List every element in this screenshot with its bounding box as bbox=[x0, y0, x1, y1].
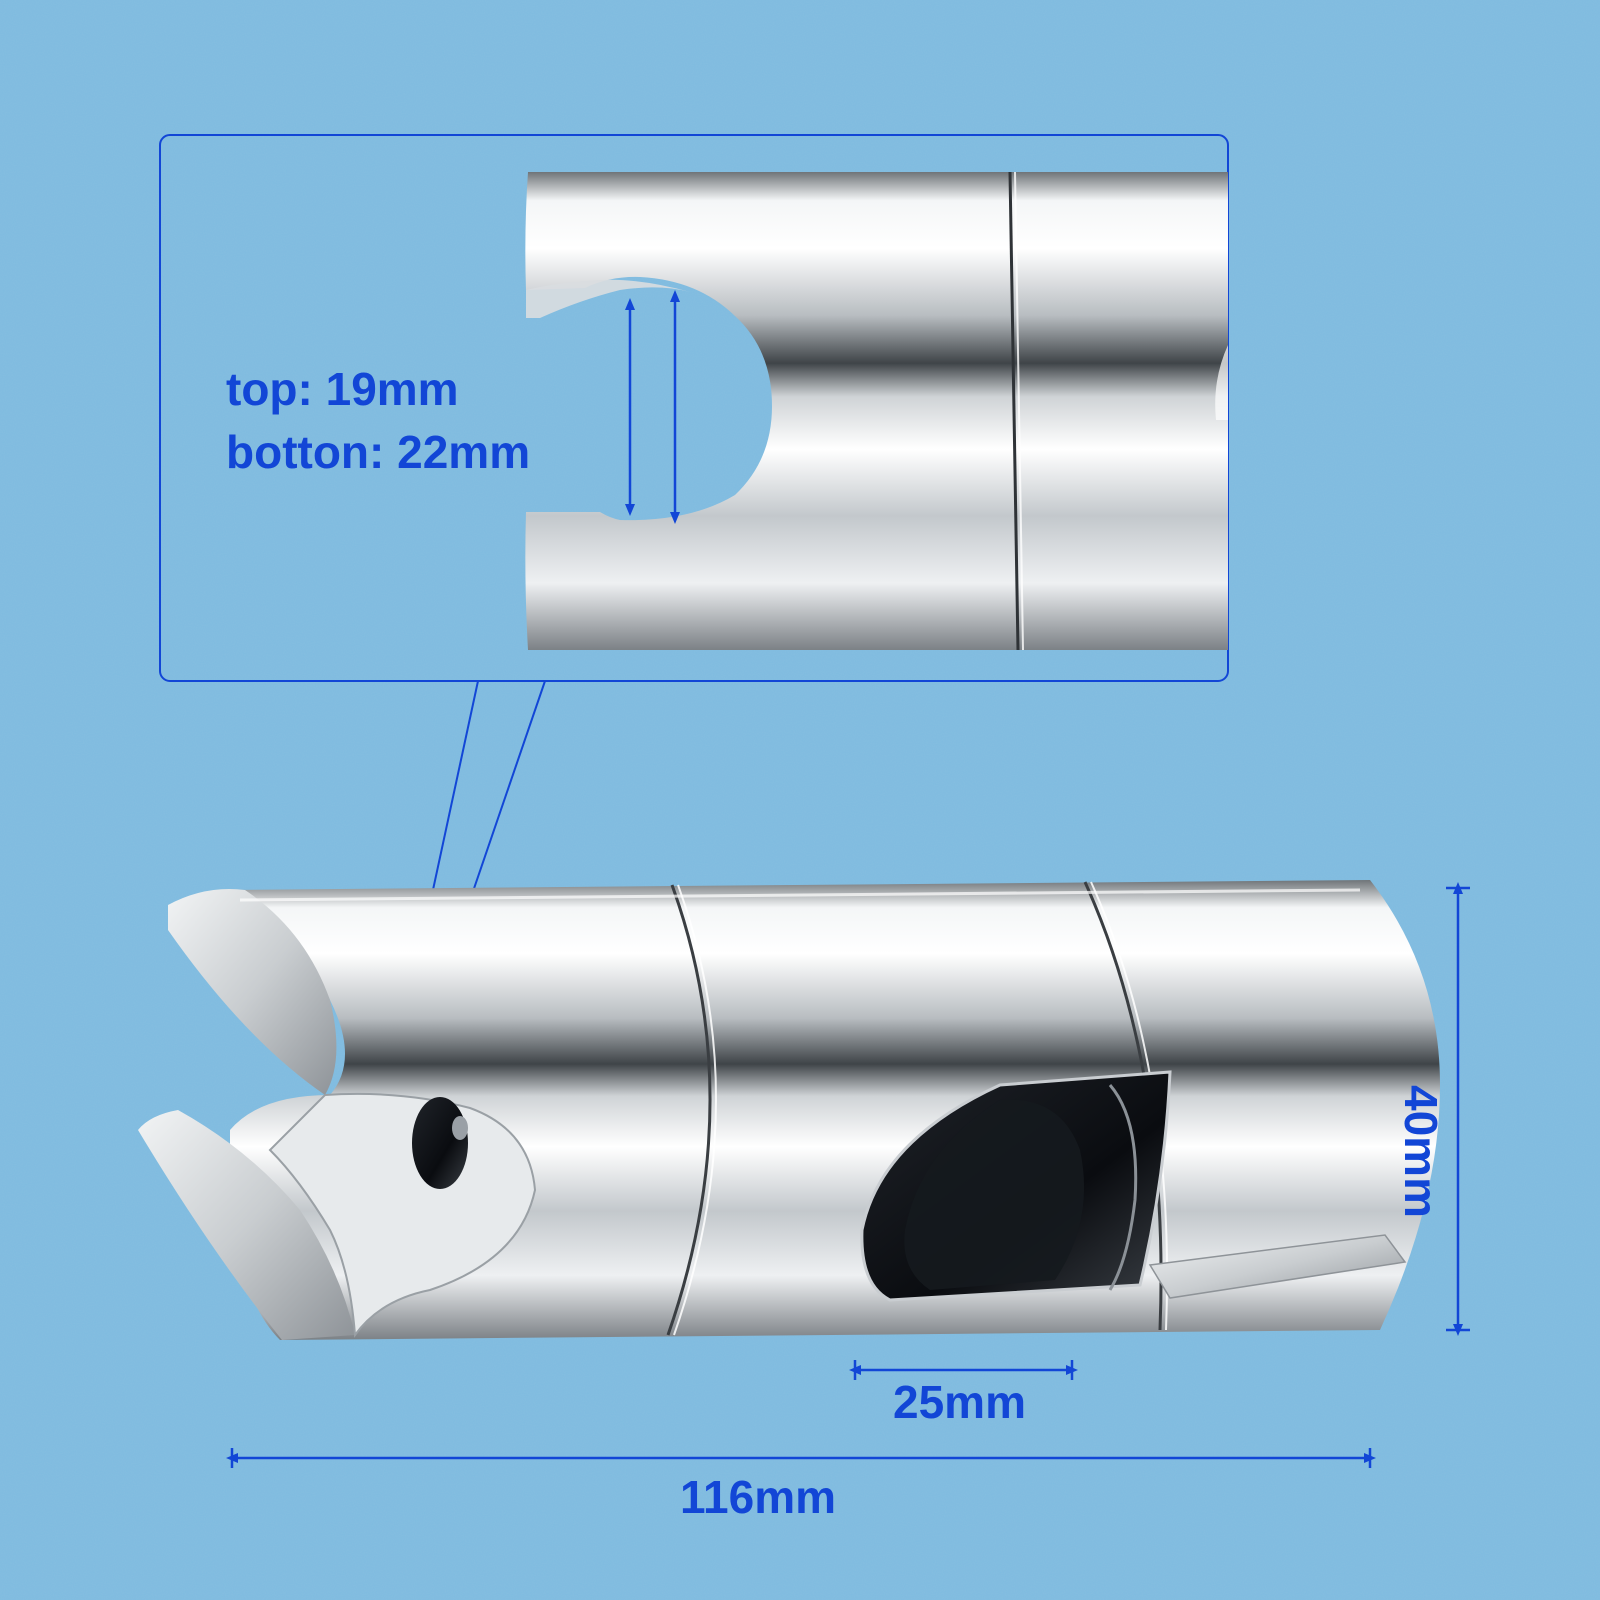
diameter-label: 40mm bbox=[1395, 1085, 1447, 1218]
detail-callout bbox=[159, 134, 1229, 1211]
clip-width-label: 25mm bbox=[893, 1376, 1026, 1428]
top-opening-label: top: 19mm bbox=[226, 363, 459, 415]
lower-jaw bbox=[138, 1110, 355, 1340]
inset-body bbox=[525, 172, 1228, 650]
inset-seam bbox=[1008, 171, 1020, 651]
screw-head bbox=[452, 1116, 468, 1140]
seam-left bbox=[666, 884, 712, 1336]
lock-button-rim bbox=[1108, 1084, 1138, 1291]
inset-lip bbox=[526, 279, 690, 318]
inset-bracket bbox=[525, 171, 1228, 651]
left-end-cap bbox=[168, 889, 337, 1095]
lock-button-face bbox=[904, 1099, 1085, 1290]
slider-bracket bbox=[138, 880, 1440, 1340]
holder-scoop bbox=[268, 1092, 537, 1338]
bottom-opening-label: botton: 22mm bbox=[226, 426, 531, 478]
total-length-label: 116mm bbox=[680, 1471, 837, 1523]
screw-hole bbox=[412, 1097, 468, 1189]
barrel-top-highlight bbox=[239, 888, 1361, 902]
inset-seam-highlight bbox=[1014, 171, 1024, 651]
rail-tab bbox=[1148, 1234, 1407, 1299]
seam-left-highlight bbox=[673, 884, 717, 1336]
inset-end-glint bbox=[1215, 340, 1228, 420]
